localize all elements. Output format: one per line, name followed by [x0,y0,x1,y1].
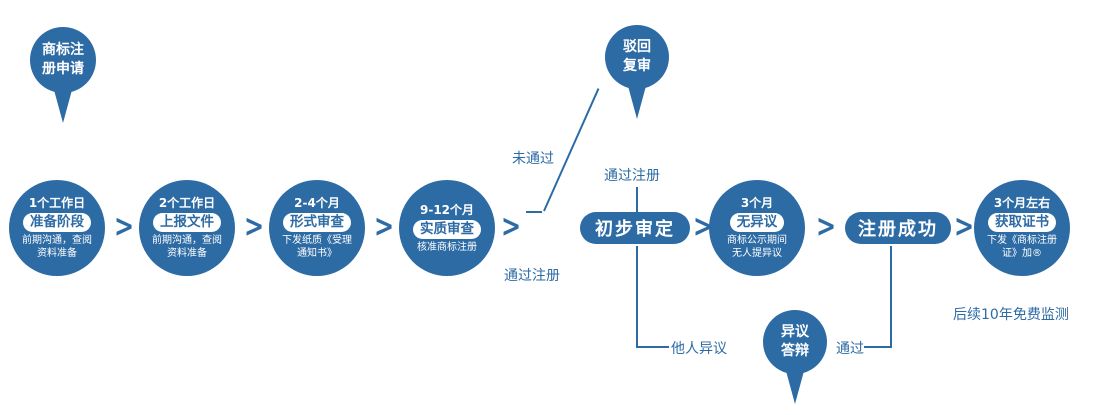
step-desc-line2: 无人提异议 [732,248,782,259]
step-duration: 9-12个月 [419,202,475,217]
label-not-passed: 未通过 [512,151,554,167]
start-bubble-line1: 商标注 [42,42,84,58]
connector-line-branch-dash [526,211,542,213]
label-pass: 通过 [836,341,864,357]
start-bubble: 商标注 册申请 [30,27,96,93]
preliminary-approval-pill: 初步审定 [580,212,690,244]
step-circle-formal-examination: 2-4个月 形式审查 下发纸质《受理 通知书》 [269,180,365,276]
step-title-pill: 无异议 [729,213,785,232]
step-title-pill: 准备阶段 [23,213,91,232]
objection-defense-bubble: 异议 答辩 [763,310,827,374]
arrow-chevron-icon: > [374,207,395,245]
label-others-objection: 他人异议 [671,341,727,357]
step-duration: 3个月 [740,196,774,210]
label-pass-registration-upper: 通过注册 [604,168,660,184]
step-circle-substantive-examination: 9-12个月 实质审查 核准商标注册 [399,180,495,276]
arrow-chevron-icon: > [501,207,522,245]
step-duration: 1个工作日 [28,196,86,210]
step-duration: 2-4个月 [294,196,340,210]
step-desc-line1: 商标公示期间 [727,235,787,246]
start-bubble-tail-icon [54,90,72,123]
step-desc-line2: 资料准备 [37,248,77,259]
rejection-review-bubble: 驳回 复审 [605,25,669,89]
step-desc-line2: 资料准备 [167,248,207,259]
rejection-bubble-line2: 复审 [623,58,651,74]
step-title-pill: 获取证书 [988,213,1056,232]
objection-bubble-tail-icon [786,371,804,404]
step-desc-line1: 下发纸质《受理 [282,235,352,246]
step-desc-line1: 前期沟通，查阅 [22,235,92,246]
label-pass-registration-lower: 通过注册 [504,268,560,284]
arrow-chevron-icon: > [816,207,837,245]
step-desc-line1: 前期沟通，查阅 [152,235,222,246]
step-desc-line2: 证》加® [1002,248,1042,259]
step-desc-line1: 下发《商标注册 [987,235,1057,246]
arrow-chevron-icon: > [693,207,714,245]
step-desc-line2: 通知书》 [297,248,337,259]
arrow-chevron-icon: > [114,207,135,245]
step-title-pill: 上报文件 [153,213,221,232]
step-circle-no-objection: 3个月 无异议 商标公示期间 无人提异议 [709,180,805,276]
connector-line-up-to-success [890,246,892,348]
step-duration: 2个工作日 [158,196,216,210]
arrow-chevron-icon: > [244,207,265,245]
registration-success-pill: 注册成功 [845,212,951,244]
connector-line-preliminary-down [636,246,638,347]
objection-bubble-line1: 异议 [781,324,809,340]
arrow-chevron-icon: > [954,207,975,245]
step-circle-preparation: 1个工作日 准备阶段 前期沟通，查阅 资料准备 [9,180,105,276]
rejection-bubble-tail-icon [628,86,646,119]
label-free-monitoring: 后续10年免费监测 [953,307,1069,323]
connector-line-rejection-to-preliminary [636,187,638,212]
start-bubble-line2: 册申请 [42,61,84,77]
rejection-bubble-line1: 驳回 [623,39,651,55]
step-circle-submit-documents: 2个工作日 上报文件 前期沟通，查阅 资料准备 [139,180,235,276]
objection-bubble-line2: 答辩 [781,343,809,359]
step-title-pill: 形式审查 [283,213,351,232]
connector-line-pass-right [864,346,892,348]
step-title-pill: 实质审查 [413,219,481,239]
step-desc-line1: 核准商标注册 [417,241,477,253]
step-circle-get-certificate: 3个月左右 获取证书 下发《商标注册 证》加® [974,180,1070,276]
step-duration: 3个月左右 [993,196,1051,210]
connector-line-to-others-objection [636,346,669,348]
